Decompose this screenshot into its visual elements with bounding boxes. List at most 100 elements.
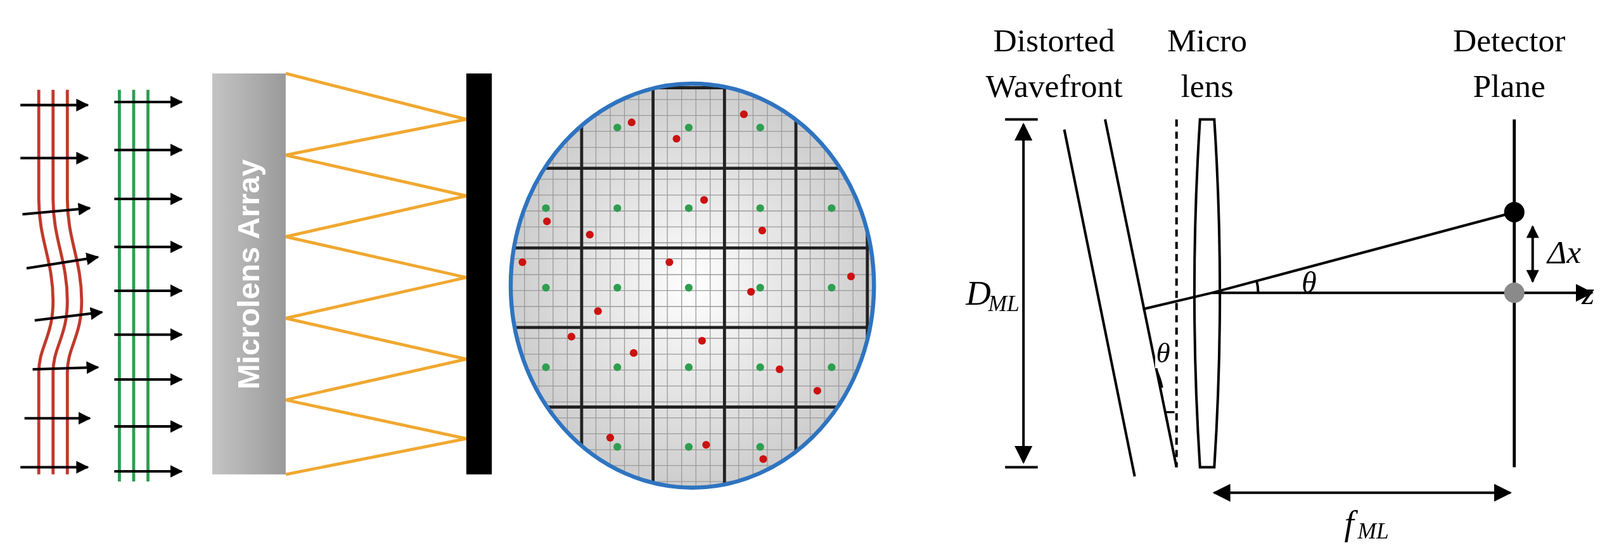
measured-spot (672, 134, 681, 143)
ray-arrow (114, 378, 182, 381)
ray-arrow (114, 470, 182, 473)
microlens-array: Microlens Array (212, 73, 286, 475)
cell-line (723, 81, 727, 490)
grid-line (508, 353, 878, 355)
measured-spot (700, 196, 708, 205)
detector-outline (510, 83, 874, 488)
axis-symbol: z (1581, 275, 1595, 312)
grid-line (809, 81, 811, 490)
subscript: ML (1357, 519, 1389, 545)
measured-spot (665, 258, 673, 267)
reference-spot (756, 442, 765, 451)
reference-spot (541, 283, 550, 292)
ray-arrow (114, 148, 182, 152)
measured-spot (567, 332, 576, 341)
geometry-sketch (1004, 119, 1592, 493)
reference-spot (827, 363, 836, 372)
detector-bar (466, 73, 492, 475)
subscript: ML (988, 292, 1020, 317)
reference-spot (613, 283, 621, 292)
ray-arrow (114, 197, 182, 201)
cell-line (579, 81, 583, 490)
grid-line (508, 242, 878, 244)
grid-line (781, 81, 782, 490)
focused-rays (285, 73, 467, 475)
ray-arrow (114, 245, 182, 249)
displacement-symbol: Δx (1547, 234, 1581, 271)
reference-spot (756, 283, 765, 292)
reference-spot (541, 363, 550, 372)
reference-spot (613, 123, 621, 132)
grid-line (795, 81, 796, 490)
reference-spot (613, 363, 621, 372)
measured-spot (740, 110, 748, 118)
measured-spot (758, 226, 767, 235)
measured-spot (594, 307, 602, 315)
grid-line (508, 290, 878, 291)
grid-line (581, 81, 582, 490)
grid-line (508, 194, 878, 196)
grid-line (508, 449, 878, 450)
ray-arrow (114, 289, 182, 293)
grid-line (508, 370, 878, 371)
reference-spot (684, 123, 693, 132)
grid-line (852, 81, 854, 490)
detector-image (510, 83, 874, 488)
pixel-grid (508, 81, 878, 490)
flat-wavefront-lines (119, 89, 148, 482)
grid-line (508, 433, 878, 435)
reference-spot (756, 363, 765, 372)
ray-arrows (20, 105, 103, 468)
reference-spot (684, 442, 693, 451)
grid-line (508, 401, 878, 403)
cell-line (794, 81, 798, 490)
measured-spot (759, 455, 767, 464)
ray-arrows (114, 102, 182, 472)
grid-line (508, 162, 878, 164)
reference-spot (827, 283, 836, 292)
grid-line (695, 81, 697, 490)
measured-spot (775, 365, 784, 374)
measured-spot (702, 441, 710, 449)
measured-spot (586, 230, 594, 239)
grid-line (552, 81, 554, 490)
ray-arrow (114, 425, 182, 428)
reference-spot (613, 442, 621, 451)
grid-line (508, 274, 878, 276)
focal-symbol: f (1344, 503, 1355, 542)
reference-spot (613, 204, 621, 212)
grid-line (508, 417, 878, 419)
wave-line (67, 89, 82, 475)
grid-line (595, 81, 597, 490)
cell-line (651, 81, 655, 490)
measured-spot (518, 258, 526, 267)
grid-line (508, 480, 878, 482)
reference-spot (756, 204, 765, 212)
wavefront-sketch (20, 73, 878, 490)
grid-line (866, 81, 868, 490)
grid-line (508, 258, 878, 260)
measured-spot (606, 434, 615, 442)
reference-spot (684, 363, 693, 372)
cell-line (508, 405, 878, 409)
grid-line (508, 385, 878, 387)
grid-line (508, 226, 878, 227)
grid-line (508, 210, 878, 212)
wavefront-label: Distorted Wavefront (962, 17, 1147, 109)
grid-line (508, 131, 878, 132)
measured-spot (627, 118, 636, 127)
reference-spot (827, 204, 836, 212)
reference-spot (684, 283, 693, 292)
spot-dots (518, 110, 855, 464)
component-label: Microlens Array (231, 159, 267, 390)
grid-line (738, 81, 739, 490)
grid-line (508, 465, 878, 466)
cell-line (508, 86, 878, 90)
grid-line (766, 81, 768, 490)
grid-line (752, 81, 754, 490)
grid-line (724, 81, 725, 490)
measured-spot (813, 387, 822, 395)
measured-spot (629, 349, 638, 357)
grid-line (709, 81, 711, 490)
grid-line (567, 81, 568, 490)
